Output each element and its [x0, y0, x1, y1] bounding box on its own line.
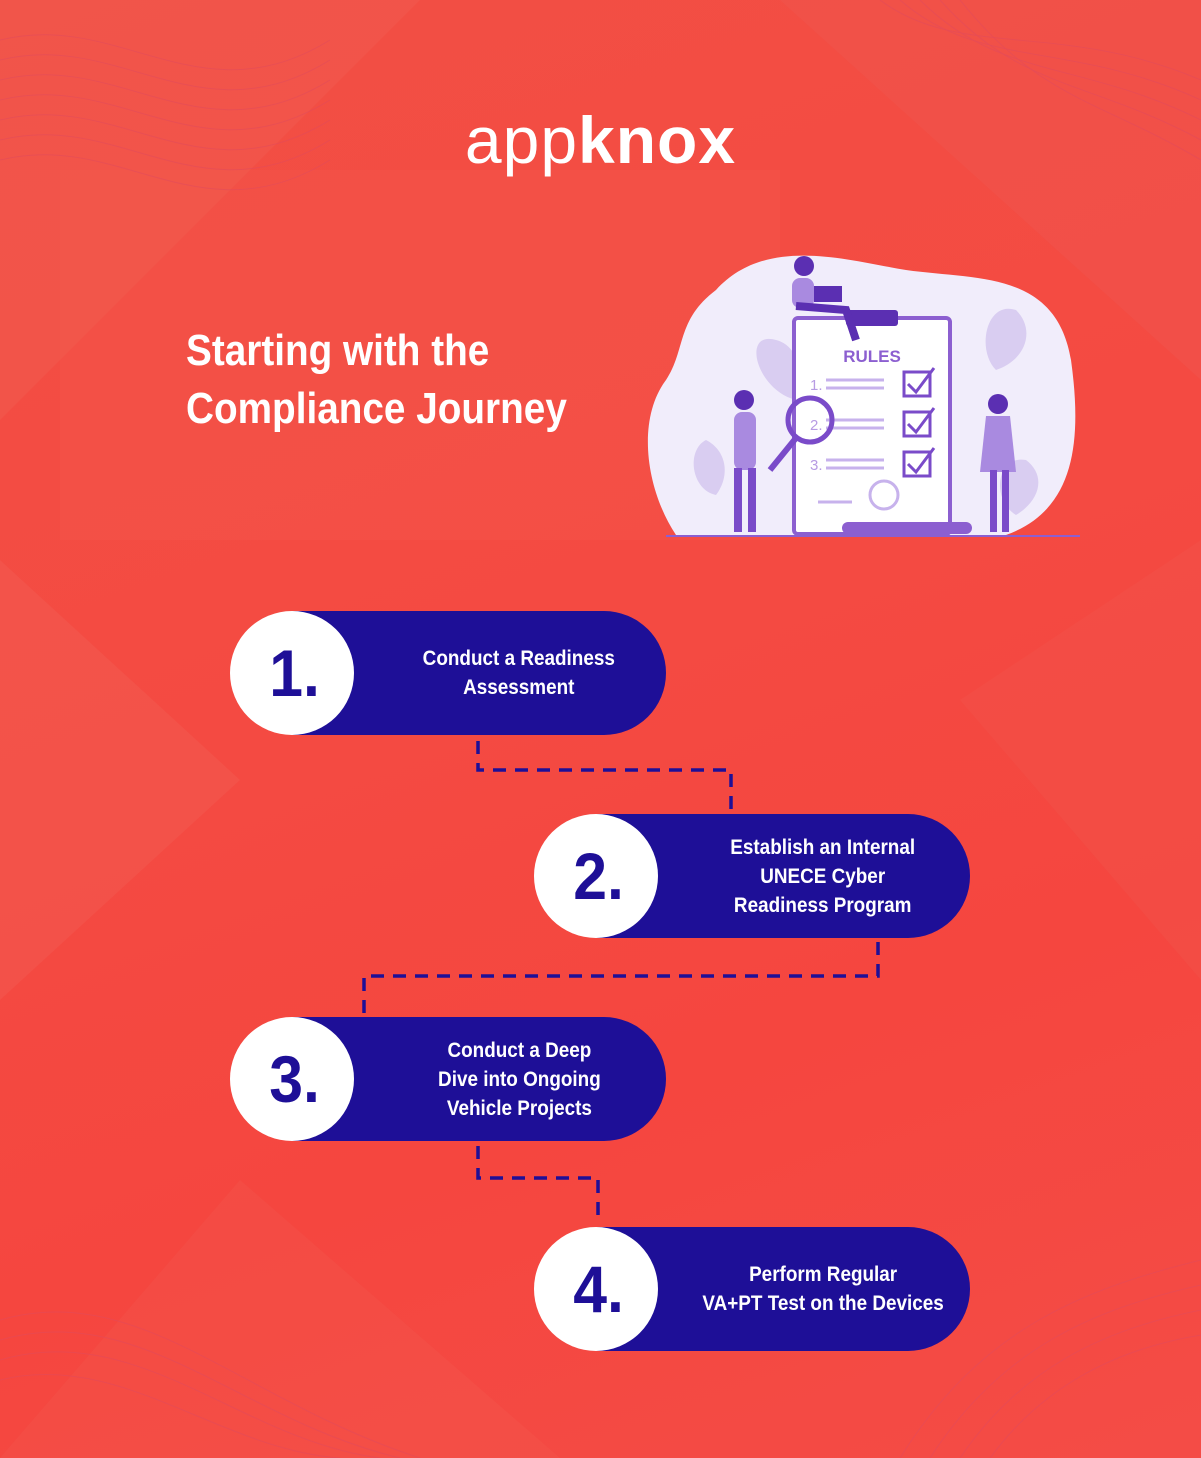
logo-bold-text: knox	[578, 103, 737, 177]
step-4-pill: Perform Regular VA+PT Test on the Device…	[596, 1227, 970, 1351]
seal-icon	[868, 479, 900, 511]
step-4-number-badge: 4.	[534, 1227, 658, 1351]
connector-2-3	[362, 942, 880, 1016]
step-4-line-2: VA+PT Test on the Devices	[702, 1292, 944, 1315]
clipboard-clip	[846, 310, 898, 326]
step-2-line-3: Readiness Program	[734, 893, 912, 917]
step-3-text: Conduct a Deep Dive into Ongoing Vehicle…	[438, 1036, 601, 1123]
rules-row-label: 1.	[810, 377, 823, 394]
step-1-line-1: Conduct a Readiness	[422, 647, 616, 670]
person-woman-icon	[980, 394, 1016, 532]
step-2-pill: Establish an Internal UNECE Cyber Readin…	[596, 814, 970, 938]
step-4-line-1: Perform Regular	[748, 1263, 898, 1286]
step-2: Establish an Internal UNECE Cyber Readin…	[534, 814, 970, 938]
step-3-line-1: Conduct a Deep	[447, 1038, 591, 1062]
step-4: Perform Regular VA+PT Test on the Device…	[534, 1227, 970, 1351]
logo-light-text: app	[464, 103, 579, 177]
person-man-icon	[734, 390, 756, 532]
rules-checklist-illustration: RULES 1. 2. 3.	[647, 255, 1080, 537]
step-3-pill: Conduct a Deep Dive into Ongoing Vehicle…	[292, 1017, 666, 1141]
step-1-pill: Conduct a Readiness Assessment	[292, 611, 666, 735]
step-2-number-badge: 2.	[534, 814, 658, 938]
step-1-number-badge: 1.	[230, 611, 354, 735]
page-title: Starting with the Compliance Journey	[186, 322, 573, 438]
step-2-line-1: Establish an Internal	[730, 835, 916, 859]
step-2-text: Establish an Internal UNECE Cyber Readin…	[731, 833, 916, 920]
step-4-number: 4.	[573, 1252, 625, 1326]
step-2-line-2: UNECE Cyber	[760, 864, 886, 888]
connector-1-2	[476, 741, 733, 810]
rules-label: RULES	[843, 347, 901, 366]
step-3: Conduct a Deep Dive into Ongoing Vehicle…	[230, 1017, 666, 1141]
person-sitting-icon	[792, 256, 860, 342]
rules-rows: 1. 2. 3.	[810, 377, 823, 474]
step-2-number: 2.	[573, 839, 625, 913]
step-1-text: Conduct a Readiness Assessment	[423, 644, 615, 702]
rules-row-label: 3.	[810, 457, 823, 474]
step-1: Conduct a Readiness Assessment 1.	[230, 611, 666, 735]
rules-row-label: 2.	[810, 417, 823, 434]
pencil-icon	[842, 522, 972, 534]
page-title-line-2: Compliance Journey	[186, 384, 567, 433]
step-3-line-3: Vehicle Projects	[446, 1096, 592, 1120]
leaf-icon	[693, 308, 1039, 515]
step-3-number: 3.	[269, 1042, 321, 1116]
step-3-number-badge: 3.	[230, 1017, 354, 1141]
connector-3-4	[476, 1146, 600, 1222]
appknox-logo: appknox	[0, 100, 1201, 180]
step-3-line-2: Dive into Ongoing	[437, 1067, 601, 1091]
check-icon	[902, 367, 936, 478]
step-4-text: Perform Regular VA+PT Test on the Device…	[702, 1260, 943, 1318]
step-1-line-2: Assessment	[463, 676, 575, 699]
page-title-line-1: Starting with the	[186, 326, 490, 375]
step-1-number: 1.	[269, 636, 321, 710]
magnifier-icon	[785, 395, 835, 445]
rules-row-lines	[818, 378, 884, 504]
